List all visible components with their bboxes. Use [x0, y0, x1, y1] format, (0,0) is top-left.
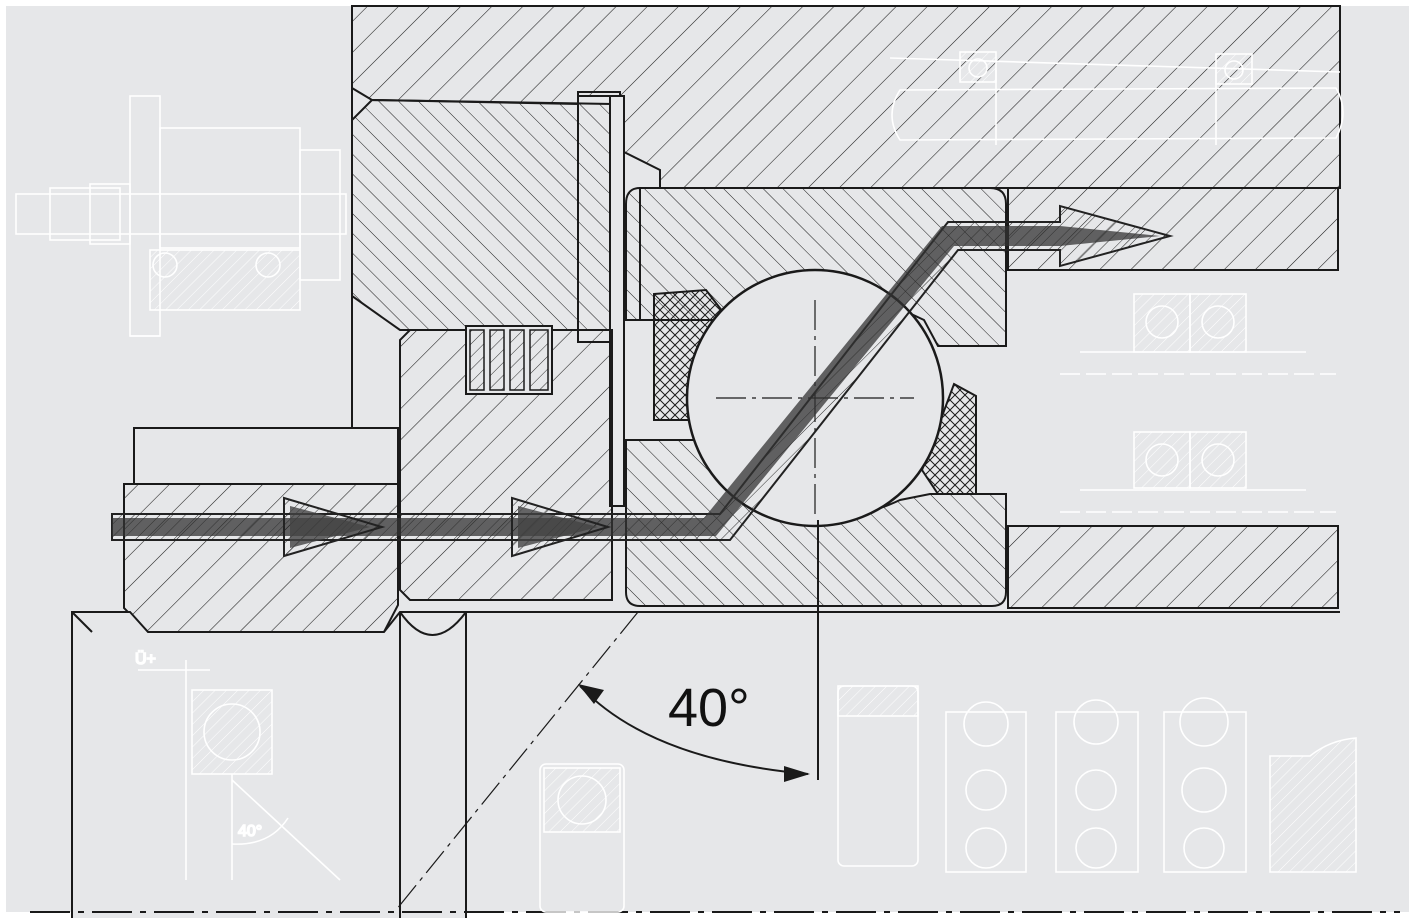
ghost-angular-bearing-inset: Ü+ 40° — [134, 649, 341, 881]
spacer-ring — [399, 325, 613, 601]
ghost-duplex-bearing-1 — [1060, 293, 1336, 375]
ghost-seal-bearing — [539, 763, 625, 913]
overlap-label: Ü+ — [135, 650, 156, 668]
contact-angle-annotation: 40° — [395, 520, 819, 911]
lock-nut — [351, 91, 625, 507]
inset-angle-label: 40° — [238, 823, 262, 840]
contact-angle-label: 40° — [668, 678, 750, 738]
force-arrow-hub — [283, 496, 386, 558]
force-arrow-spacer — [511, 496, 612, 558]
housing-right-lower — [1007, 525, 1339, 609]
ghost-drive-assembly — [15, 95, 347, 337]
ghost-bearing-components — [837, 685, 1357, 873]
force-flow — [111, 204, 1174, 541]
cage — [653, 288, 977, 495]
ghost-duplex-bearing-2 — [1060, 431, 1336, 513]
ghost-shaft-top-right — [889, 51, 1344, 145]
